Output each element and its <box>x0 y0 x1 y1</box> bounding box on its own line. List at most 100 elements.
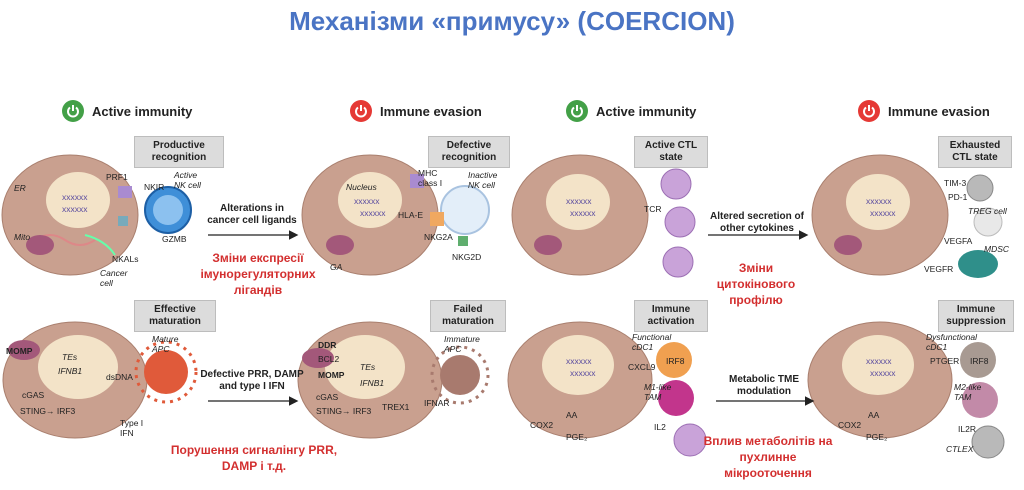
label-xxx: xxxxxx <box>62 192 88 202</box>
label-pge2: PGE₂ <box>866 432 888 442</box>
label-xxx: xxxxxx <box>570 368 596 378</box>
cancer-cell-panel-1 <box>1 154 139 276</box>
box-productive-recognition: Productive recognition <box>134 136 224 168</box>
label-m2-tam: M2-like TAM <box>954 382 982 402</box>
header-label: Immune evasion <box>380 103 482 119</box>
label-bcl2: BCL2 <box>318 354 340 364</box>
box-effective-maturation: Effective maturation <box>134 300 216 332</box>
box-immune-suppression: Immune suppression <box>938 300 1014 332</box>
label-cox2: COX2 <box>530 420 554 430</box>
label-cgas: cGAS <box>22 390 45 400</box>
label-momp: MOMP <box>318 370 345 380</box>
nk-cell-inactive <box>440 185 490 235</box>
power-on-icon <box>566 100 588 122</box>
power-off-icon <box>350 100 372 122</box>
label-m1-tam: M1-like TAM <box>644 382 672 402</box>
exhausted-ctl-cell <box>971 425 1005 459</box>
label-tcr: TCR <box>644 204 662 214</box>
label-xxx: xxxxxx <box>360 208 386 218</box>
note-ligands-ua: Зміни експресії імунорегуляторних ліганд… <box>200 251 316 297</box>
label-hlae: HLA-E <box>398 210 424 220</box>
caption-cytokines: Altered secretion of other cytokines <box>710 211 804 234</box>
label-xxx: xxxxxx <box>354 196 380 206</box>
label-cxcl9: CXCL9 <box>628 362 656 372</box>
label-vegfa: VEGFA <box>944 236 973 246</box>
note-cytokines-ua: Зміни цитокінового профілю <box>716 261 796 307</box>
header-label: Immune evasion <box>888 103 990 119</box>
label-treg: TREG cell <box>968 206 1007 216</box>
power-off-icon <box>858 100 880 122</box>
cancer-cell-panel-5 <box>2 321 148 439</box>
caption-ligands: Alterations in cancer cell ligands <box>207 203 297 226</box>
note-prr-ua: Порушення сигналінгу PRR, DAMP і т.д. <box>170 443 338 473</box>
label-ctl-ex: CTLEX <box>946 444 974 454</box>
label-irf8: IRF8 <box>970 356 989 366</box>
cancer-cell-panel-4 <box>811 154 949 276</box>
label-xxx: xxxxxx <box>566 196 592 206</box>
label-ifnb1: IFNB1 <box>58 366 83 376</box>
label-aa: AA <box>566 410 578 420</box>
note-metabolic-ua: Вплив метаболітів на пухлинне мікрооточе… <box>703 434 833 480</box>
header-label: Active immunity <box>92 103 193 119</box>
cancer-cell-panel-8 <box>807 321 953 439</box>
label-irf8: IRF8 <box>666 356 685 366</box>
label-nkir: NKIR <box>144 182 165 192</box>
immature-apc-shape <box>430 345 490 405</box>
label-il2: IL2 <box>654 422 666 432</box>
box-exhausted-ctl: Exhausted CTL state <box>938 136 1012 168</box>
label-ifnar: IFNAR <box>424 398 450 408</box>
label-tes: TEs <box>360 362 376 372</box>
t-cell <box>660 168 692 200</box>
label-xxx: xxxxxx <box>866 196 892 206</box>
label-xxx: xxxxxx <box>566 356 592 366</box>
label-inactive-nk: Inactive NK cell <box>468 170 498 190</box>
header-immune-evasion-left: Immune evasion <box>350 100 482 122</box>
receptor-nkals <box>118 216 128 226</box>
label-ddr: DDR <box>318 340 337 350</box>
label-mature-apc: Mature APC <box>152 334 179 354</box>
m1-tam-cell <box>658 380 694 416</box>
page-title: Механізми «примусу» (COERCION) <box>289 6 735 36</box>
cancer-cell-panel-3 <box>511 154 649 276</box>
label-sting-irf3: STING→ IRF3 <box>316 406 372 416</box>
label-tim3: TIM-3 <box>944 178 967 188</box>
box-immune-activation: Immune activation <box>634 300 708 332</box>
label-cox2: COX2 <box>838 420 862 430</box>
label-aa: AA <box>868 410 880 420</box>
label-nkg2d: NKG2D <box>452 252 482 262</box>
label-type-ifn: Type I IFN <box>120 418 144 438</box>
label-prf1: PRF1 <box>106 172 128 182</box>
label-pd1: PD-1 <box>948 192 968 202</box>
label-dsdna: dsDNA <box>106 372 133 382</box>
mature-apc-shape <box>134 340 198 404</box>
box-defective-recognition: Defective recognition <box>428 136 510 168</box>
m2-tam-cell <box>962 382 998 418</box>
header-label: Active immunity <box>596 103 697 119</box>
label-nkals: NKALs <box>112 254 139 264</box>
label-active-nk: Active NK cell <box>174 170 201 190</box>
label-xxx: xxxxxx <box>870 368 896 378</box>
label-il2r: IL2R <box>958 424 976 434</box>
power-on-icon <box>62 100 84 122</box>
label-ptger: PTGER <box>930 356 960 366</box>
caption-metabolic: Metabolic TME modulation <box>728 374 799 397</box>
label-xxx: xxxxxx <box>870 208 896 218</box>
label-ifnb1: IFNB1 <box>360 378 385 388</box>
header-active-immunity-right: Active immunity <box>566 100 696 122</box>
box-failed-maturation: Failed maturation <box>430 300 506 332</box>
label-gzmb: GZMB <box>162 234 187 244</box>
label-nucleus: Nucleus <box>346 182 377 192</box>
label-trex1: TREX1 <box>382 402 410 412</box>
receptor-nkg2a <box>430 212 444 226</box>
label-xxx: xxxxxx <box>866 356 892 366</box>
label-ga: GA <box>330 262 343 272</box>
label-nkg2a: NKG2A <box>424 232 453 242</box>
cancer-cell-panel-6 <box>297 321 443 439</box>
label-momp: MOMP <box>6 346 33 356</box>
treg-cell <box>973 207 1003 237</box>
label-sting-irf3: STING→ IRF3 <box>20 406 76 416</box>
label-immature-apc: Immature APC <box>444 334 480 354</box>
label-er: ER <box>14 183 26 193</box>
receptor-mhc <box>410 174 424 188</box>
